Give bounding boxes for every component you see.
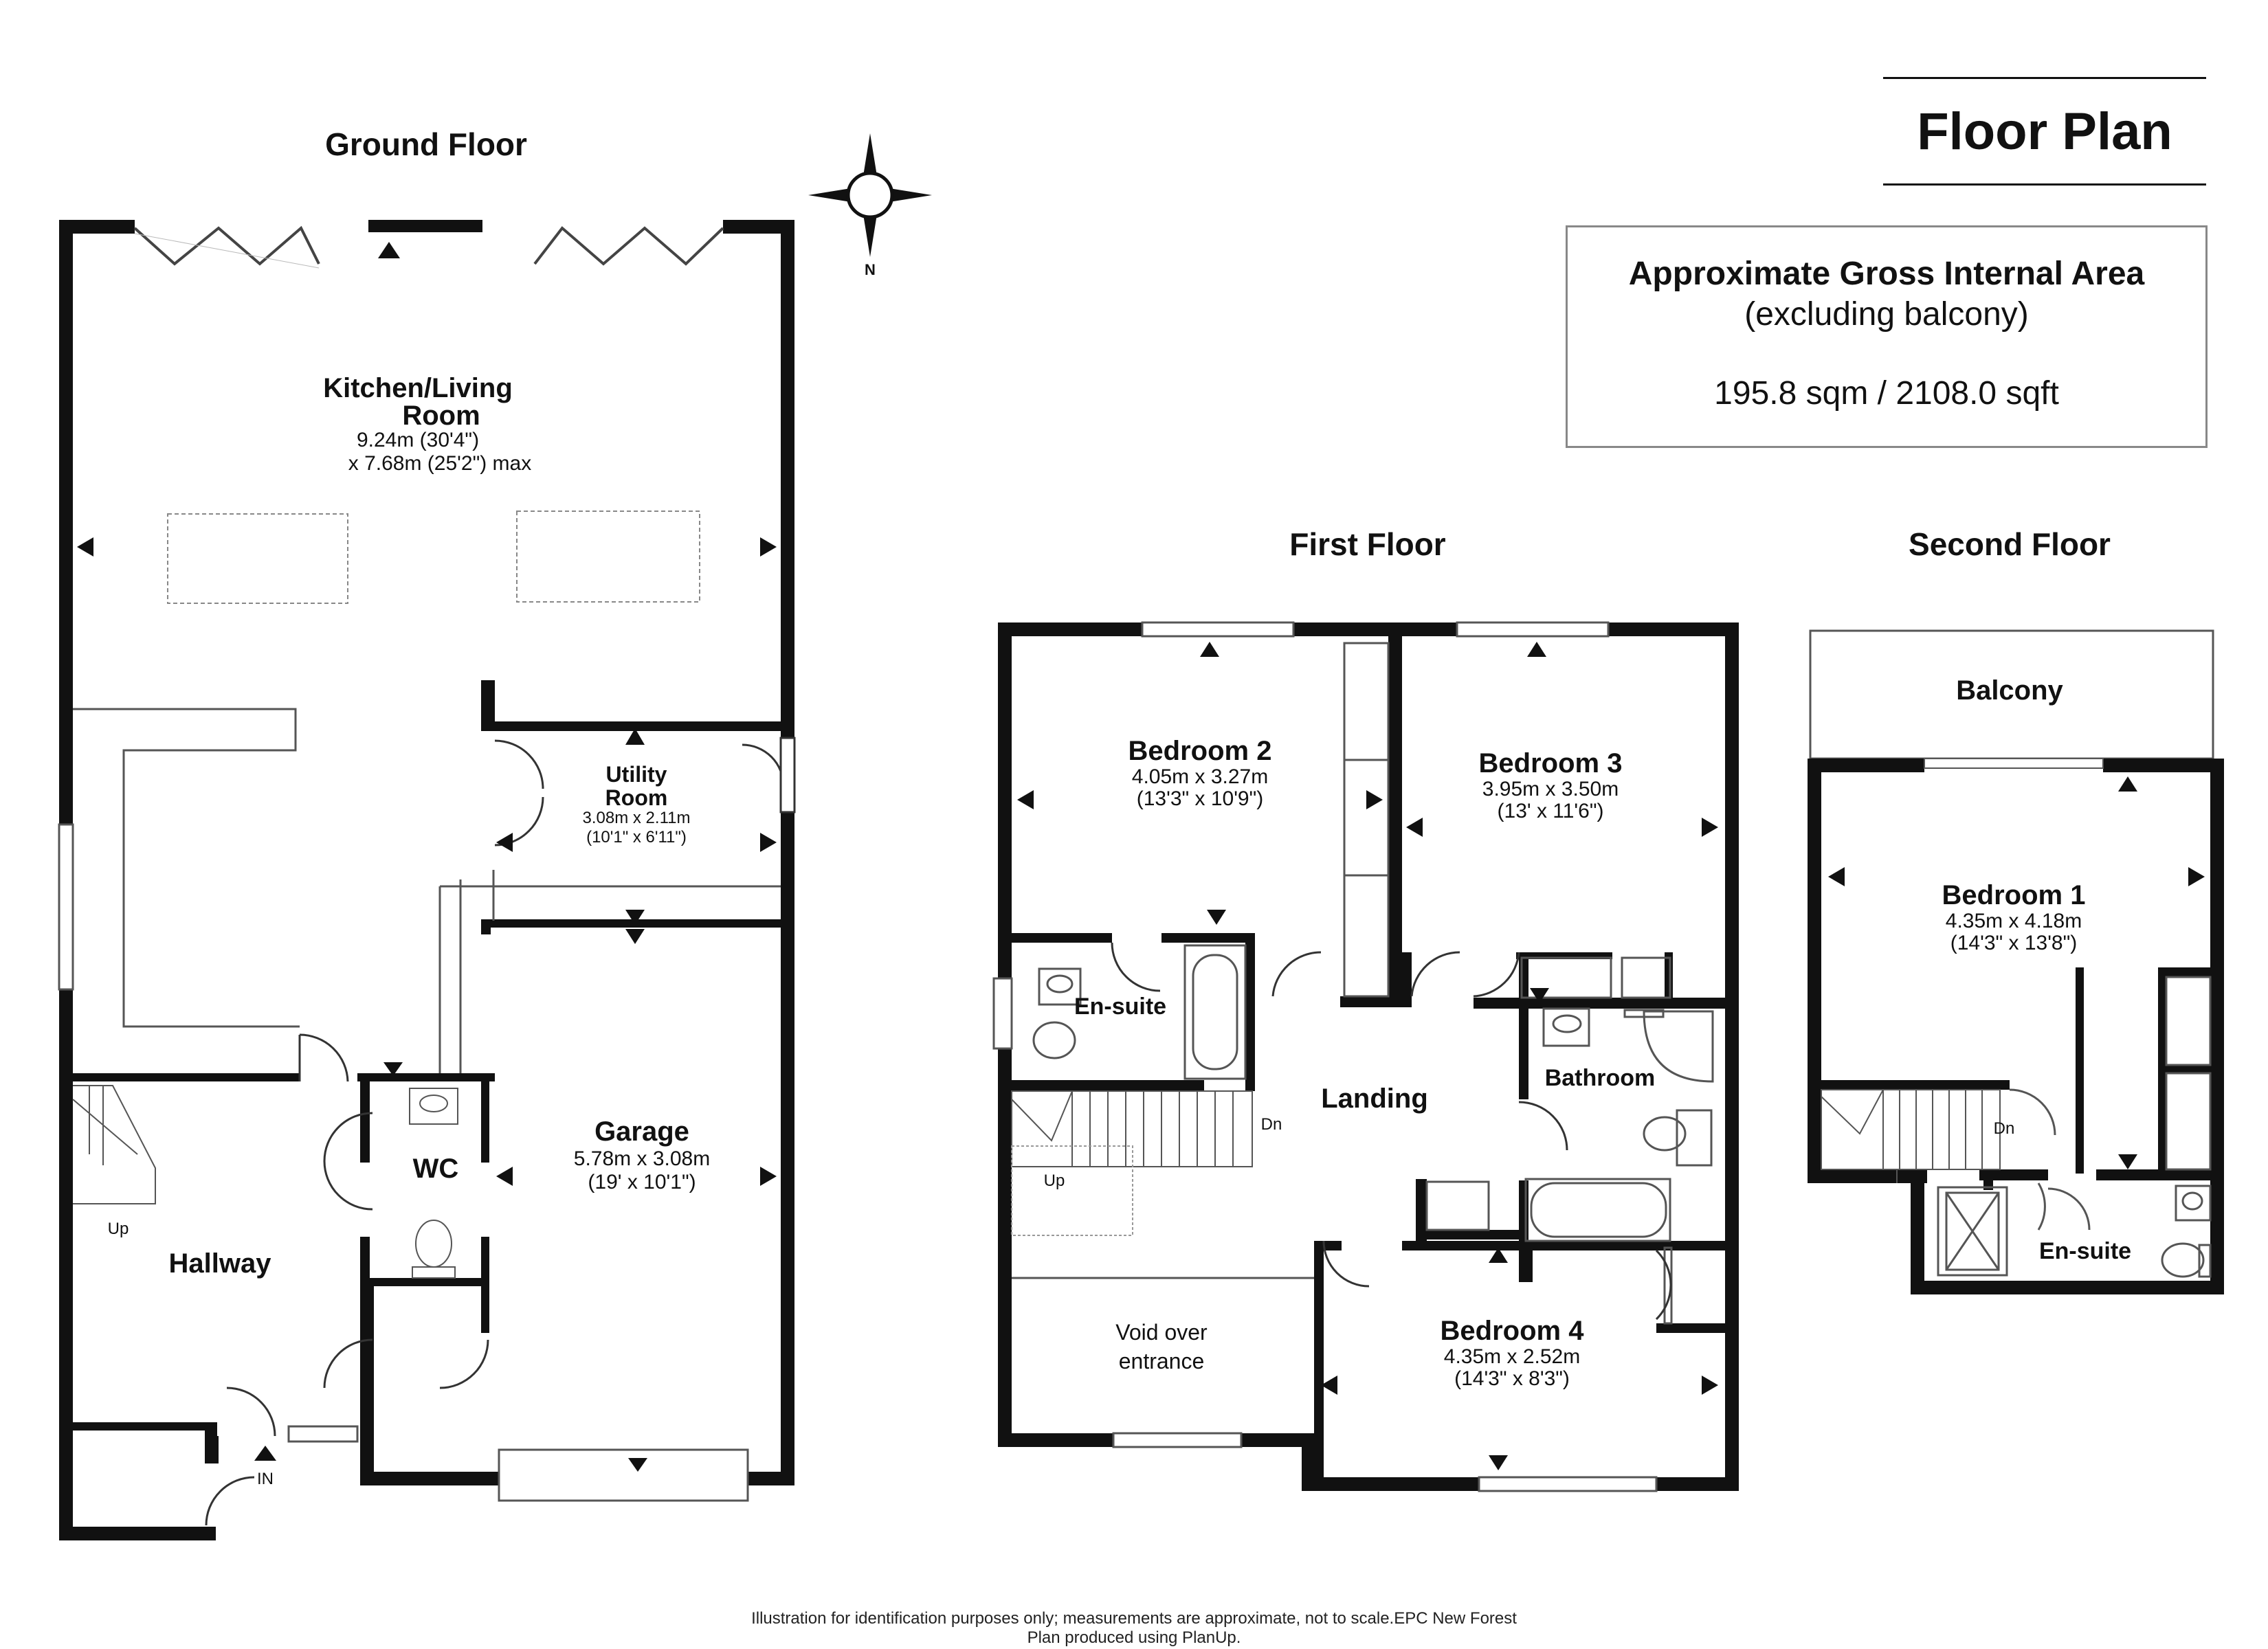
- balcony-door: [1924, 758, 2104, 769]
- front-window: [287, 1425, 359, 1443]
- hallway-up-label: Up: [108, 1220, 129, 1238]
- first-floor-doors: [1111, 942, 1672, 1321]
- gross-area-note: (excluding balcony): [1744, 296, 2029, 333]
- garage-name: Garage: [594, 1117, 689, 1147]
- first-floor-stairs: [1011, 1090, 1253, 1236]
- bedroom3-dim-2: (13' x 11'6"): [1498, 800, 1604, 822]
- utility-dim-1: 3.08m x 2.11m: [583, 809, 691, 827]
- utility-name-line2: Room: [605, 785, 668, 810]
- second-floor-dimension-arrows: [1828, 776, 2205, 1169]
- ground-floor-label: Ground Floor: [325, 126, 527, 162]
- first-floor-label: First Floor: [1289, 526, 1446, 562]
- landing-name: Landing: [1321, 1084, 1428, 1114]
- bedroom4-dim-1: 4.35m x 2.52m: [1444, 1345, 1580, 1368]
- garage-door-marker: [628, 1458, 647, 1472]
- utility-name-line1: Utility: [606, 762, 667, 787]
- hallway-name: Hallway: [169, 1248, 272, 1279]
- entrance-marker: [254, 1446, 276, 1461]
- skylight-left: [167, 513, 348, 604]
- bedroom4-dim-2: (14'3" x 8'3"): [1454, 1367, 1570, 1390]
- second-floor-fixtures: [1937, 976, 2212, 1278]
- first-floor-windows: [992, 621, 1658, 1492]
- wc-name: WC: [413, 1154, 459, 1184]
- kitchen-dim-2: x 7.68m (25'2") max: [348, 452, 531, 475]
- bifold-doors: [133, 225, 724, 269]
- garage-dim-2: (19' x 10'1"): [588, 1171, 696, 1193]
- void-line2: entrance: [1119, 1349, 1205, 1373]
- ground-dimension-arrows: [77, 537, 777, 1186]
- kitchen-counter: [73, 708, 300, 1028]
- second-floor-label: Second Floor: [1909, 526, 2111, 562]
- landing-up-label: Up: [1044, 1171, 1065, 1190]
- bedroom3-dim-1: 3.95m x 3.50m: [1482, 778, 1619, 800]
- void-line1: Void over: [1115, 1320, 1208, 1345]
- gross-area-box: Approximate Gross Internal Area (excludi…: [1566, 225, 2208, 448]
- compass-icon: N: [808, 133, 932, 278]
- kitchen-name-line1: Kitchen/Living: [323, 373, 513, 403]
- entrance-label: IN: [257, 1470, 274, 1488]
- ground-thin-walls: [438, 870, 781, 1073]
- bedroom1-dn-label: Dn: [1994, 1119, 2015, 1138]
- balcony-name: Balcony: [1956, 675, 2063, 706]
- ensuite-second-name: En-suite: [2039, 1238, 2131, 1264]
- plan-title-box: Floor Plan: [1883, 77, 2206, 186]
- skylight-right: [516, 511, 700, 603]
- utility-dim-2: (10'1" x 6'11"): [586, 828, 687, 846]
- ensuite-first-name: En-suite: [1074, 994, 1166, 1020]
- bedroom3-name: Bedroom 3: [1479, 748, 1623, 778]
- kitchen-dim-1: 9.24m (30'4"): [357, 429, 479, 451]
- ground-doors: [205, 737, 796, 1526]
- side-window: [58, 823, 74, 991]
- bedroom4-name: Bedroom 4: [1441, 1316, 1585, 1346]
- compass-north-label: N: [865, 261, 876, 278]
- bedroom1-dim-1: 4.35m x 4.18m: [1946, 910, 2082, 932]
- wc-fixtures: [409, 1088, 458, 1279]
- bathroom-name: Bathroom: [1545, 1065, 1656, 1091]
- bedroom2-dim-2: (13'3" x 10'9"): [1137, 787, 1264, 810]
- footer-disclaimer: Illustration for identification purposes…: [751, 1609, 1517, 1628]
- first-floor-dimension-arrows: [1017, 642, 1718, 1470]
- bedroom1-dim-2: (14'3" x 13'8"): [1950, 932, 2078, 954]
- second-floor-plan: Second Floor Balcony: [1808, 526, 2224, 1294]
- ground-floor-plan: Ground Floor: [58, 126, 796, 1540]
- bedroom2-name: Bedroom 2: [1129, 736, 1272, 766]
- bedroom1-name: Bedroom 1: [1942, 880, 2086, 910]
- garage-door: [498, 1448, 749, 1502]
- gross-area-value: 195.8 sqm / 2108.0 sqft: [1714, 375, 2059, 412]
- landing-dn-label: Dn: [1261, 1115, 1282, 1134]
- plan-title: Floor Plan: [1917, 102, 2172, 161]
- bedroom2-dim-1: 4.05m x 3.27m: [1132, 765, 1268, 788]
- gross-area-heading: Approximate Gross Internal Area: [1628, 256, 2145, 292]
- second-floor-walls: [1808, 759, 2224, 1294]
- window-marker: [378, 242, 400, 258]
- first-floor-plan: First Floor: [992, 526, 1739, 1492]
- ground-stairs: [72, 1085, 156, 1204]
- first-floor-walls: [998, 622, 1739, 1491]
- second-floor-stairs: [1821, 1089, 2001, 1183]
- kitchen-name-line2: Room: [402, 401, 480, 431]
- footer-credit: Plan produced using PlanUp.: [1027, 1628, 1241, 1647]
- first-floor-thin-walls: [1012, 642, 1714, 1325]
- garage-dim-1: 5.78m x 3.08m: [574, 1147, 710, 1170]
